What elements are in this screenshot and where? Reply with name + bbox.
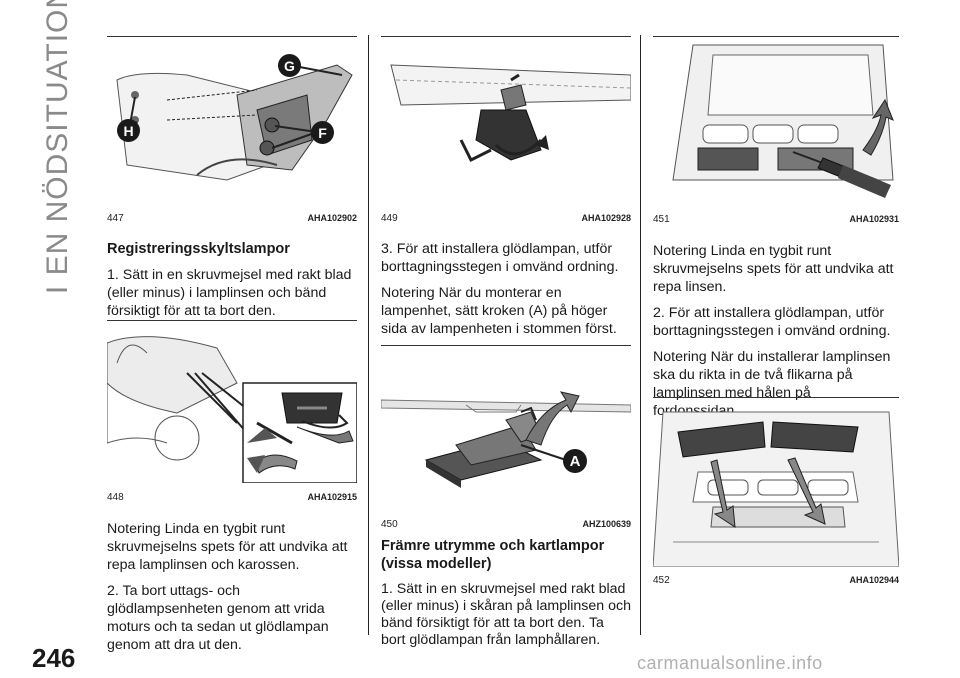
section-title-text: I EN NÖDSITUATION [41, 0, 74, 295]
section-title: I EN NÖDSITUATION [38, 0, 78, 294]
callout-g: G [278, 54, 301, 77]
figure-top-rule [107, 320, 357, 321]
figure-number: 448 [107, 492, 124, 503]
figure-451-illustration [653, 40, 899, 205]
paragraph: 3. För att installera glödlampan, utför … [381, 241, 619, 275]
callout-f: F [311, 121, 334, 144]
figure-448-illustration [107, 323, 357, 483]
figure-top-rule [381, 36, 631, 37]
figure-447-caption: 447 AHA102902 [107, 213, 357, 224]
col1-text-bottom: Notering Linda en tygbit runt skruvmejse… [107, 520, 357, 662]
paragraph: 2. För att installera glödlampan, utför … [653, 305, 891, 339]
figure-code: AHA102928 [581, 213, 631, 223]
note-paragraph: Notering När du monterar en lampenhet, s… [381, 285, 617, 337]
col1-text-top: Registreringsskyltslampor 1. Sätt in en … [107, 240, 357, 328]
callout-a: A [563, 449, 587, 473]
figure-code: AHZ100639 [582, 519, 631, 529]
section-heading: Registreringsskyltslampor [107, 241, 290, 257]
figure-452-caption: 452 AHA102944 [653, 575, 899, 586]
paragraph: 2. Ta bort uttags- och glödlampsenheten … [107, 583, 329, 653]
figure-code: AHA102902 [307, 213, 357, 223]
figure-452-illustration [653, 402, 899, 567]
figure-450-caption: 450 AHZ100639 [381, 519, 631, 530]
figure-449-illustration [381, 40, 631, 200]
figure-number: 450 [381, 519, 398, 530]
note-paragraph: Notering Linda en tygbit runt skruvmejse… [653, 243, 894, 295]
section-heading: Främre utrymme och kartlampor (vissa mod… [381, 538, 605, 572]
page-number: 246 [32, 643, 76, 673]
figure-code: AHA102931 [849, 214, 899, 224]
figure-number: 452 [653, 575, 670, 586]
figure-top-rule [653, 36, 899, 37]
column-divider [640, 35, 641, 635]
figure-top-rule [107, 36, 357, 37]
figure-number: 447 [107, 213, 124, 224]
callout-h: H [117, 119, 140, 142]
paragraph: 1. Sätt in en skruvmejsel med rakt blad … [381, 581, 631, 648]
figure-448-caption: 448 AHA102915 [107, 492, 357, 503]
paragraph: 1. Sätt in en skruvmejsel med rakt blad … [107, 267, 352, 319]
note-paragraph: Notering Linda en tygbit runt skruvmejse… [107, 521, 348, 573]
figure-top-rule [653, 397, 899, 398]
col2-text-top: 3. För att installera glödlampan, utför … [381, 240, 631, 346]
col2-text-bottom: Främre utrymme och kartlampor (vissa mod… [381, 537, 631, 657]
watermark: carmanualsonline.info [637, 653, 823, 673]
figure-451-caption: 451 AHA102931 [653, 214, 899, 225]
figure-number: 449 [381, 213, 398, 224]
figure-449-caption: 449 AHA102928 [381, 213, 631, 224]
figure-top-rule [381, 345, 631, 346]
figure-number: 451 [653, 214, 670, 225]
figure-code: AHA102915 [307, 492, 357, 502]
figure-450-illustration: A [381, 350, 631, 510]
figure-code: AHA102944 [849, 575, 899, 585]
figure-447-illustration: G H F [107, 40, 357, 200]
col3-text-top: Notering Linda en tygbit runt skruvmejse… [653, 242, 899, 428]
column-divider [368, 35, 369, 635]
